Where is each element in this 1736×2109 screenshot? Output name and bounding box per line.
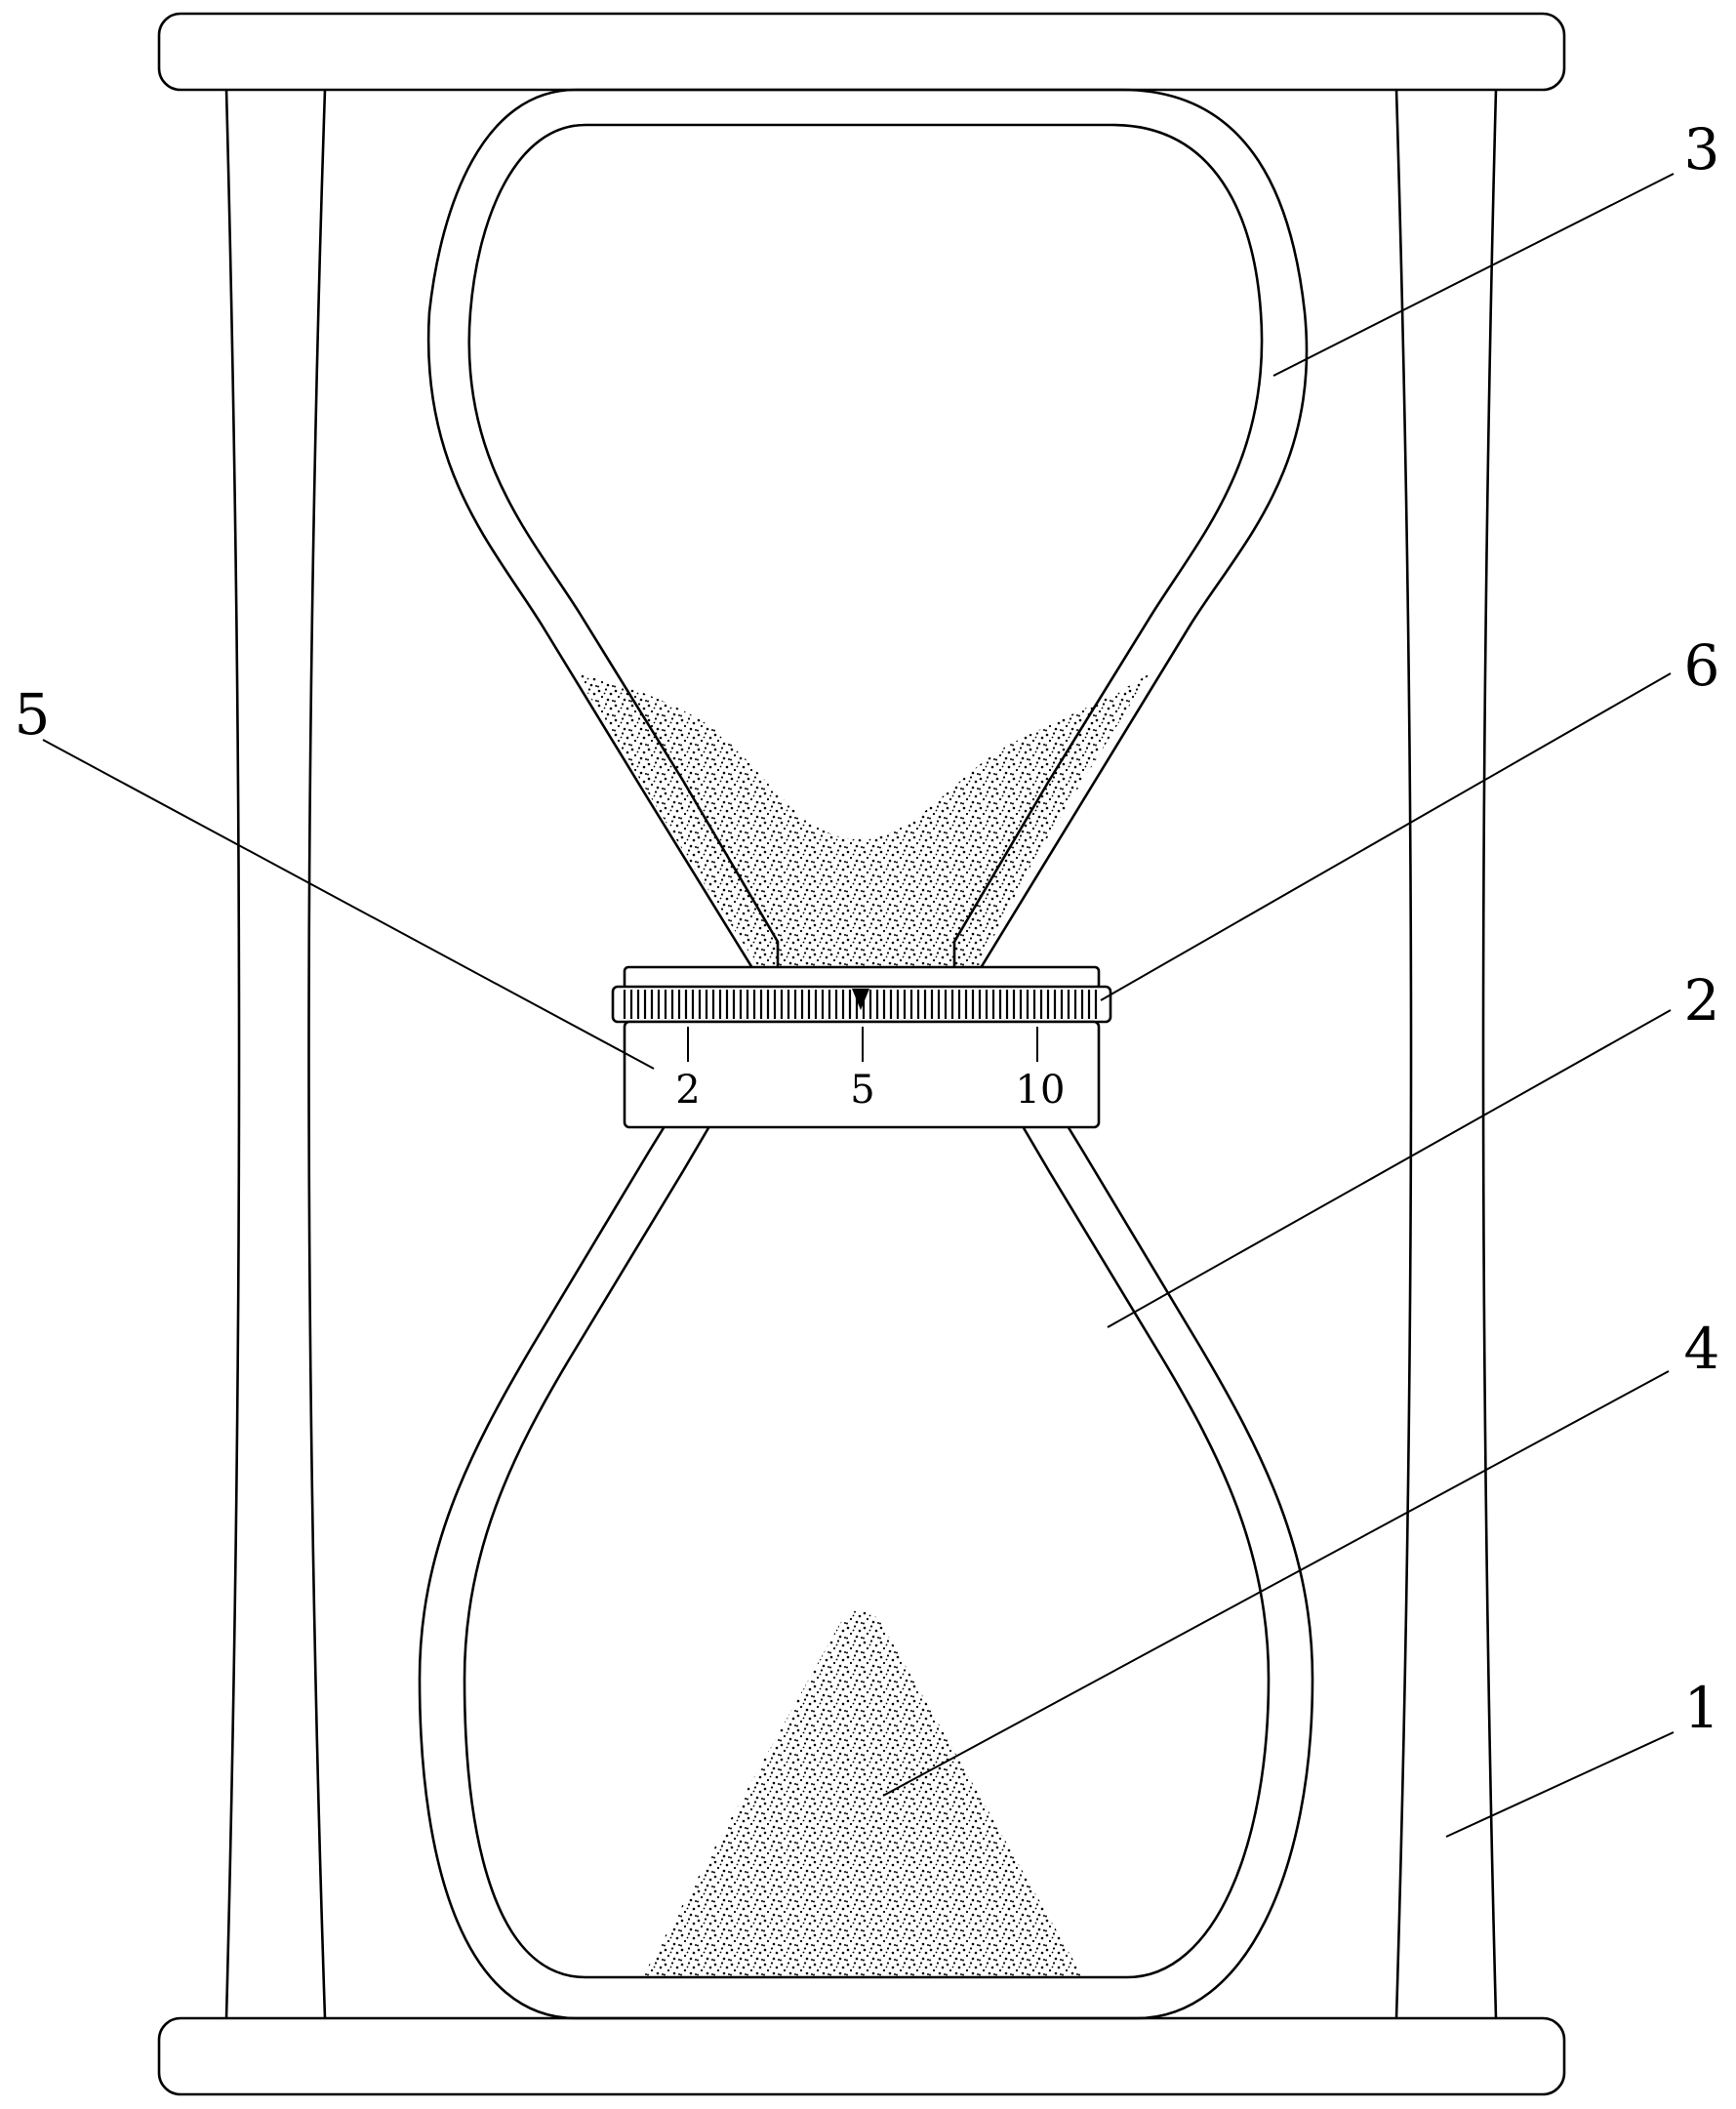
callout-1: 1 — [1684, 1675, 1720, 1741]
scale-label-2: 2 — [675, 1068, 700, 1113]
leader-line-5 — [42, 739, 655, 1070]
upper-sand — [576, 673, 1150, 971]
callout-5: 5 — [15, 681, 51, 748]
callouts: 1 2 3 4 5 6 — [15, 116, 1720, 1741]
leader-line-1 — [1445, 1731, 1675, 1838]
frame — [157, 12, 1566, 2096]
scale-body — [623, 1020, 1101, 1129]
timer-collar: 2 5 10 — [611, 965, 1112, 1129]
leader-line-6 — [1100, 672, 1672, 1001]
scale-label-10: 10 — [1016, 1068, 1066, 1113]
glass-inner-contour — [463, 123, 1271, 1979]
leader-lines — [42, 173, 1675, 1838]
scale-label-5: 5 — [850, 1068, 874, 1113]
lower-sand-pile — [642, 1610, 1083, 1977]
glass-bulb — [418, 88, 1314, 2020]
callout-4: 4 — [1684, 1316, 1720, 1382]
leader-line-4 — [882, 1370, 1670, 1797]
glass-outer-contour — [418, 88, 1314, 2020]
callout-2: 2 — [1684, 967, 1720, 1034]
left-post — [224, 89, 327, 2019]
knurl-lines — [623, 990, 1098, 1019]
callout-3: 3 — [1684, 116, 1720, 183]
leader-line-3 — [1272, 173, 1675, 377]
leader-line-2 — [1107, 1009, 1672, 1328]
top-plate — [157, 12, 1566, 92]
right-post — [1394, 89, 1498, 2019]
pointer-icon — [852, 989, 869, 1010]
callout-6: 6 — [1684, 632, 1720, 699]
bottom-plate — [157, 2016, 1566, 2096]
